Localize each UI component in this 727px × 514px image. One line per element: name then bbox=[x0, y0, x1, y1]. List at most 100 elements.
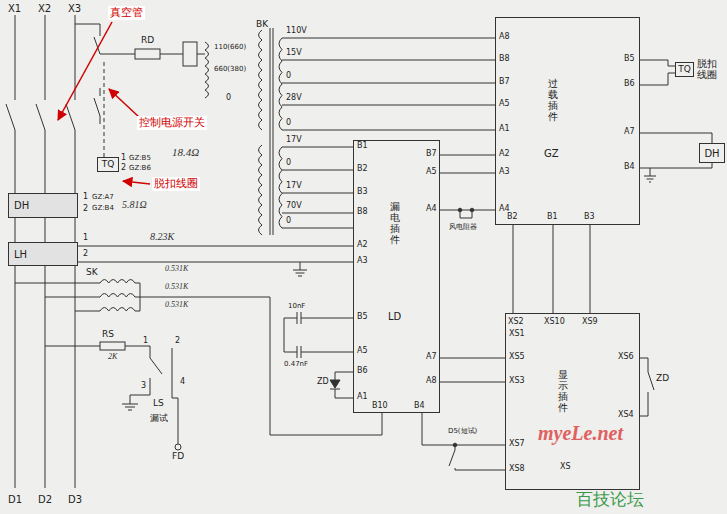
circuit-label: A4 bbox=[426, 205, 437, 214]
node-text: DH bbox=[704, 148, 719, 159]
circuit-label: B7 bbox=[426, 150, 437, 159]
circuit-label: D5(短试) bbox=[448, 428, 477, 436]
node-text: 过载插件 bbox=[548, 78, 558, 122]
watermark: myeLe.net bbox=[538, 423, 623, 443]
circuit-label: B10 bbox=[372, 402, 388, 411]
circuit-label: A1 bbox=[499, 125, 510, 134]
circuit-label: A8 bbox=[499, 33, 510, 42]
wire bbox=[513, 225, 514, 313]
callout-note: 脱扣线圈 bbox=[152, 177, 200, 191]
circuit-label: X3 bbox=[68, 3, 81, 14]
node-text: LH bbox=[14, 249, 27, 260]
wire bbox=[640, 73, 675, 85]
resistor-symbol bbox=[100, 342, 125, 350]
handwritten-value: 0.531K bbox=[165, 283, 188, 292]
circuit-label: 0 bbox=[286, 217, 291, 226]
circuit-label: 4 bbox=[180, 378, 185, 387]
trip-coil-box: TQ bbox=[675, 62, 694, 77]
circuit-label: B5 bbox=[357, 313, 368, 322]
circuit-label: 10nF bbox=[288, 303, 305, 311]
circuit-label: FD bbox=[172, 452, 184, 462]
diode-symbol bbox=[330, 380, 340, 388]
wire bbox=[422, 413, 505, 445]
control-switch bbox=[75, 24, 205, 124]
wire bbox=[78, 262, 353, 263]
wire bbox=[640, 163, 712, 168]
ground-symbol bbox=[293, 262, 307, 276]
circuit-label: 3 bbox=[141, 382, 146, 391]
handwritten-value: 0.531K bbox=[165, 301, 188, 310]
circuit-label: 0 bbox=[286, 119, 291, 128]
circuit-label: XS2 bbox=[508, 318, 524, 327]
circuit-label: A1 bbox=[357, 393, 368, 402]
circuit-label: XS8 bbox=[509, 465, 525, 474]
circuit-label: 1 bbox=[83, 234, 88, 243]
circuit-label: B3 bbox=[357, 188, 368, 197]
handwritten-value: 0.531K bbox=[165, 265, 188, 274]
circuit-label: A3 bbox=[357, 257, 368, 266]
circuit-label: 110V bbox=[286, 27, 307, 36]
circuit-label: 1 bbox=[121, 154, 126, 163]
circuit-label: GZ:B4 bbox=[92, 205, 114, 213]
wire bbox=[640, 60, 675, 66]
circuit-label: A3 bbox=[499, 168, 510, 177]
wire bbox=[440, 173, 495, 174]
circuit-label: B7 bbox=[499, 78, 510, 87]
circuit-label: GZ:B6 bbox=[129, 165, 151, 173]
fuse-symbol bbox=[135, 49, 160, 59]
circuit-label: RS bbox=[102, 330, 114, 340]
circuit-label: 2 bbox=[121, 164, 126, 173]
circuit-label: XS9 bbox=[582, 318, 598, 327]
coil-symbol bbox=[183, 42, 197, 66]
circuit-label: B3 bbox=[584, 213, 595, 222]
breaker-box: DH bbox=[699, 143, 725, 163]
circuit-label: 17V bbox=[286, 182, 302, 191]
coil-label: 脱扣线圈 bbox=[697, 58, 719, 80]
circuit-label: 660(380) bbox=[214, 66, 246, 74]
circuit-label: D2 bbox=[38, 494, 52, 505]
circuit-label: 2 bbox=[83, 205, 88, 214]
circuit-label: A7 bbox=[426, 353, 437, 362]
circuit-label: 0 bbox=[286, 72, 291, 81]
trip-coil-box: TQ bbox=[97, 157, 119, 172]
circuit-label: B2 bbox=[357, 165, 368, 174]
circuit-label: 1 bbox=[143, 337, 148, 346]
circuit-label: B2 bbox=[507, 213, 518, 222]
circuit-label: SK bbox=[86, 268, 98, 278]
overload-module: 过载插件GZ bbox=[495, 17, 640, 225]
handwritten-value: 5.81Ω bbox=[122, 199, 147, 210]
transformer-core bbox=[270, 28, 273, 235]
handwritten-value: 8.23K bbox=[150, 231, 174, 242]
callout-note: 控制电源开关 bbox=[137, 116, 207, 130]
circuit-label: 17V bbox=[286, 136, 302, 145]
node-text: LD bbox=[388, 311, 401, 322]
test-switch bbox=[45, 346, 178, 444]
circuit-label: D1 bbox=[8, 494, 22, 505]
circuit-label: RD bbox=[141, 36, 154, 46]
circuit-label: A5 bbox=[426, 168, 437, 177]
circuit-label: LS bbox=[153, 399, 164, 409]
wire bbox=[553, 225, 554, 313]
circuit-label: XS6 bbox=[618, 353, 634, 362]
circuit-label: ZD bbox=[317, 378, 329, 387]
circuit-label: B5 bbox=[624, 55, 635, 64]
capacitor-symbol bbox=[284, 312, 353, 358]
circuit-label: XS4 bbox=[618, 411, 634, 420]
circuit-label: XS5 bbox=[509, 353, 525, 362]
wire bbox=[640, 133, 712, 143]
circuit-label: XS10 bbox=[544, 318, 565, 327]
wire bbox=[78, 246, 353, 247]
wire bbox=[590, 225, 591, 313]
circuit-label: XS7 bbox=[509, 440, 525, 449]
circuit-label: B6 bbox=[357, 367, 368, 376]
circuit-label: BK bbox=[256, 20, 268, 30]
terminal-symbol bbox=[175, 444, 181, 450]
circuit-label: A8 bbox=[426, 377, 437, 386]
diode-symbol bbox=[330, 372, 353, 398]
junction-dot bbox=[458, 208, 462, 212]
short-test-switch bbox=[449, 445, 505, 470]
circuit-label: 2 bbox=[83, 250, 88, 259]
indicator-switch bbox=[640, 358, 654, 416]
node-text: TQ bbox=[678, 65, 691, 75]
wire bbox=[440, 358, 505, 359]
